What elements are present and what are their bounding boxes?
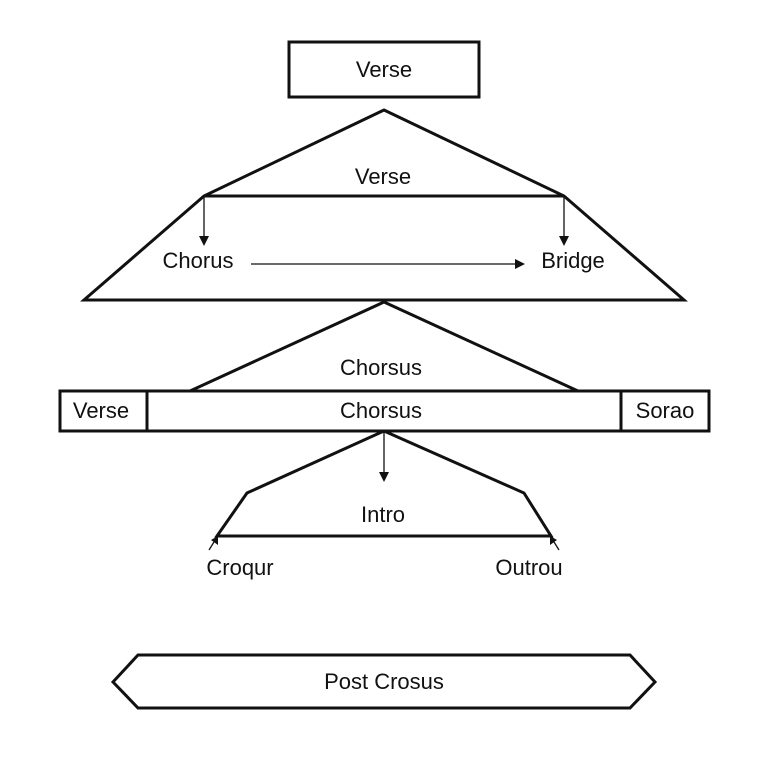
top-verse-box: Verse — [287, 40, 481, 99]
tier1-left-arrow-head — [199, 236, 209, 246]
bottom-banner-label: Post Crosus — [324, 669, 444, 694]
top-verse-label: Verse — [356, 57, 412, 82]
tier2-apex-label: Chorsus — [340, 355, 422, 380]
tier1-right-label: Bridge — [541, 248, 605, 273]
tier3-left-label: Croqur — [206, 555, 273, 580]
bottom-banner: Post Crosus — [110, 653, 658, 710]
chorus-to-bridge-arrow-head — [515, 259, 525, 269]
tier1-left-label: Chorus — [163, 248, 234, 273]
tier1-trapezoid: Verse Chorus Bridge — [79, 108, 689, 302]
tier3-left-arrow-line — [208, 541, 215, 551]
tier3-right-label: Outrou — [495, 555, 562, 580]
tier3-down-arrow-head — [379, 472, 389, 482]
tier3-right-arrow-head — [550, 536, 557, 545]
tier2-bar-left-label: Verse — [73, 398, 129, 423]
tier1-right-arrow-head — [559, 236, 569, 246]
tier2-group: Chorsus Verse Chorsus Sorao — [58, 300, 711, 433]
tier3-left-arrow-head — [211, 536, 218, 545]
tier3-right-arrow-line — [553, 541, 560, 551]
tier2-bar-right-label: Sorao — [636, 398, 695, 423]
tier1-apex-label: Verse — [355, 164, 411, 189]
tier2-bar-center-label: Chorsus — [340, 398, 422, 423]
tier3-group: Intro Croqur Outrou — [206, 429, 563, 580]
tier3-center-label: Intro — [361, 502, 405, 527]
